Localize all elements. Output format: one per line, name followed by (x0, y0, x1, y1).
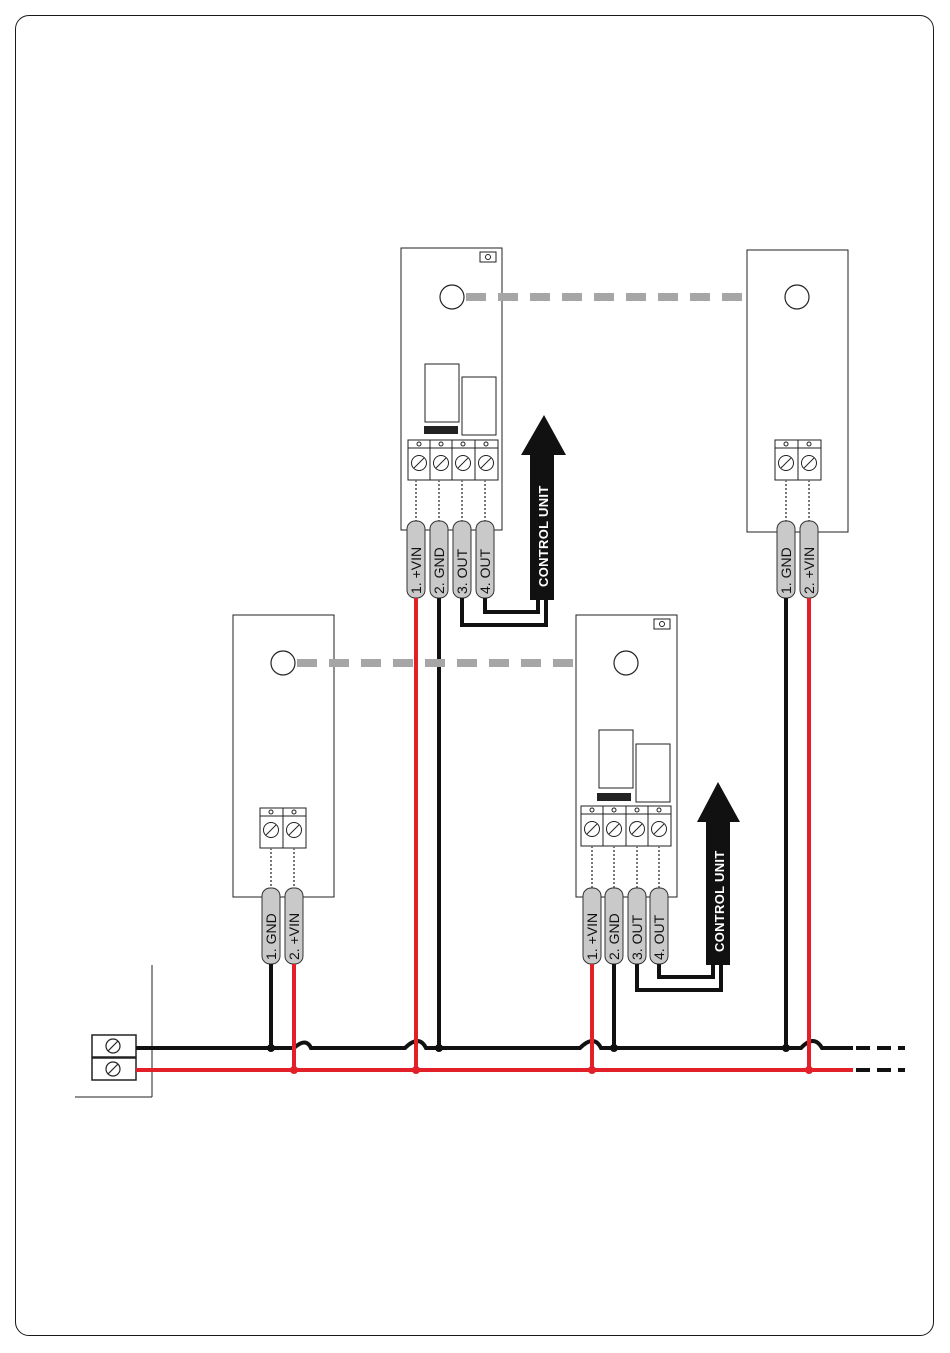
lead-label: 1. GND (778, 547, 794, 594)
lead-label: 4. OUT (651, 914, 667, 960)
lead-label: 4. OUT (477, 548, 493, 594)
transmitter-2: 1. GND 2. +VIN (747, 250, 848, 1070)
lead-label: 2. +VIN (286, 913, 302, 960)
lead-label: 2. GND (431, 547, 447, 594)
control-unit-label: CONTROL UNIT (712, 850, 727, 952)
lens-icon (440, 285, 464, 309)
lead-label: 1. GND (263, 913, 279, 960)
lead-label: 1. +VIN (584, 913, 600, 960)
control-unit-label: CONTROL UNIT (536, 485, 551, 587)
lead-label: 2. +VIN (801, 547, 817, 594)
power-terminal-block (75, 965, 152, 1097)
lead-label: 2. GND (606, 913, 622, 960)
transmitter-1: 1. GND 2. +VIN (233, 615, 334, 1070)
lens-icon (785, 285, 809, 309)
receiver-2: 1. +VIN 2. GND 3. OUT 4. OUT CONTROL UNI… (576, 615, 740, 1070)
lead-label: 3. OUT (454, 548, 470, 594)
lead-label: 3. OUT (629, 914, 645, 960)
lens-icon (614, 651, 638, 675)
lens-icon (271, 651, 295, 675)
lead-label: 1. +VIN (408, 547, 424, 594)
